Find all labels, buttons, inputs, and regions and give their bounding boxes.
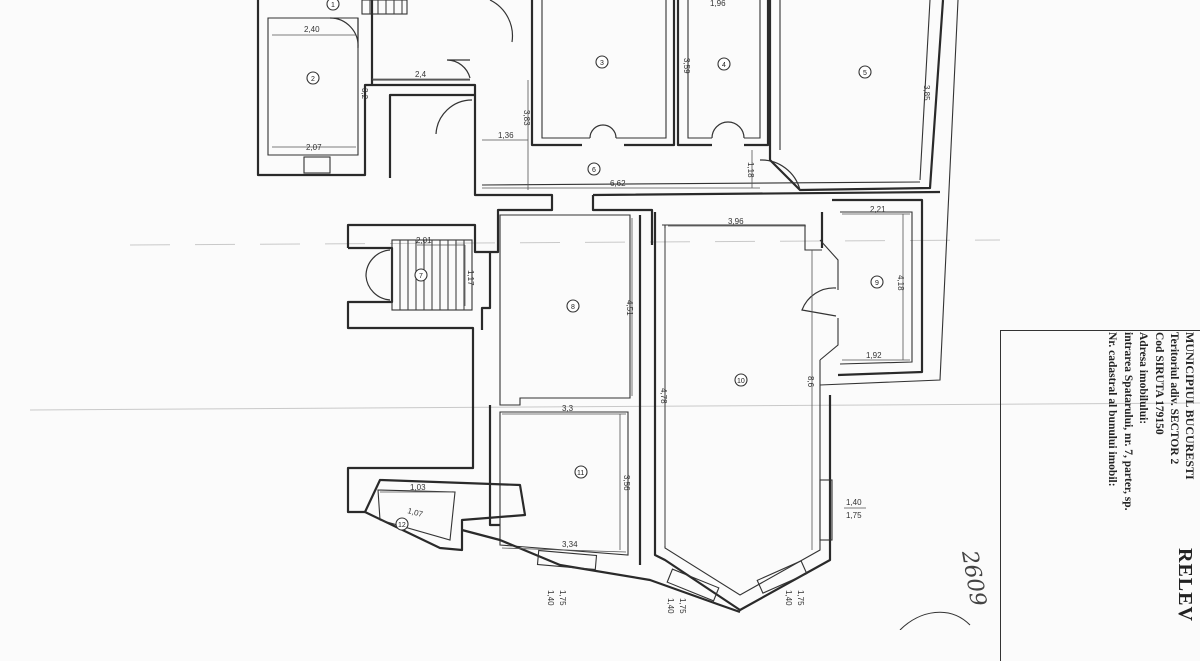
dim-text: 3,34 bbox=[562, 540, 578, 549]
dim-text: 3,2 bbox=[360, 88, 369, 100]
room-number: 7 bbox=[414, 268, 428, 282]
svg-text:10: 10 bbox=[737, 378, 745, 385]
room-4 bbox=[759, 0, 945, 192]
room-number: 1 bbox=[326, 0, 340, 11]
room-number: 5 bbox=[858, 65, 872, 79]
title-block-text: MUNICIPIUL BUCURESTI Teritoriul adiv. SE… bbox=[1017, 332, 1198, 652]
dim-text: 3,96 bbox=[728, 217, 744, 226]
title-block-heading: RELEV bbox=[1174, 548, 1196, 622]
svg-text:4: 4 bbox=[722, 62, 726, 69]
room-number: 9 bbox=[870, 275, 884, 289]
room-number: 10 bbox=[734, 373, 748, 387]
dim-text: 3,83 bbox=[522, 110, 531, 126]
dim-text: 4,18 bbox=[896, 275, 905, 291]
svg-text:7: 7 bbox=[419, 273, 423, 280]
dim-text: 1,03 bbox=[410, 483, 426, 492]
svg-text:1,75: 1,75 bbox=[796, 590, 805, 606]
hallway-walls bbox=[346, 95, 554, 254]
door-arc-top bbox=[446, 59, 471, 79]
room-number: 11 bbox=[574, 465, 588, 479]
corridor-walls bbox=[372, 83, 477, 178]
dim-text: 1,96 bbox=[710, 0, 726, 8]
room-right-small bbox=[832, 198, 924, 377]
dim-text: 1,07 bbox=[406, 506, 424, 519]
dim-text: 3,56 bbox=[622, 475, 631, 491]
svg-text:8: 8 bbox=[571, 304, 575, 311]
svg-text:1,75: 1,75 bbox=[558, 590, 567, 606]
svg-text:1,40: 1,40 bbox=[784, 590, 793, 606]
svg-text:1,75: 1,75 bbox=[678, 598, 687, 614]
dim-text: 1,18 bbox=[746, 162, 755, 178]
svg-text:3: 3 bbox=[600, 60, 604, 67]
room-number: 12 bbox=[395, 517, 409, 531]
room-number: 3 bbox=[595, 55, 609, 69]
dim-text: 1,36 bbox=[498, 131, 514, 140]
plan-border-line bbox=[819, 0, 959, 386]
dim-text: 6,62 bbox=[610, 179, 626, 188]
title-line: Cod SIRUTA 179150 bbox=[1153, 332, 1165, 435]
dim-text: 4,51 bbox=[625, 300, 634, 316]
scan-line-2 bbox=[129, 239, 1001, 246]
svg-text:2: 2 bbox=[311, 76, 315, 83]
dim-text: 3,85 bbox=[922, 85, 931, 101]
window-label: 1,40 1,75 bbox=[784, 590, 805, 606]
room-lower-left bbox=[461, 405, 833, 614]
title-block-frame bbox=[1000, 330, 1200, 661]
floor-plan-drawing: 2,40 3,2 2,4 2,07 1,36 3,83 3,59 1,96 3,… bbox=[29, 0, 1200, 630]
scan-line bbox=[29, 402, 1200, 411]
handwritten-note: 2609 bbox=[956, 548, 991, 608]
svg-text:1: 1 bbox=[331, 2, 335, 9]
svg-text:11: 11 bbox=[577, 470, 584, 477]
room-2 bbox=[530, 0, 676, 147]
title-line: intrarea Spatarului, nr. 7, parter, sp. bbox=[1122, 332, 1134, 511]
dim-text: 8,6 bbox=[806, 376, 815, 388]
window-label: 1,40 1,75 bbox=[666, 598, 687, 614]
svg-text:9: 9 bbox=[875, 280, 879, 287]
room-number: 4 bbox=[717, 57, 731, 71]
svg-text:1,40: 1,40 bbox=[846, 498, 862, 507]
dim-text: 2,4 bbox=[415, 70, 427, 79]
dimension-lines bbox=[272, 34, 910, 553]
room-number: 8 bbox=[566, 299, 580, 313]
top-stair bbox=[361, 0, 408, 15]
room-1 bbox=[256, 0, 374, 177]
svg-text:5: 5 bbox=[863, 70, 867, 77]
room-3 bbox=[676, 0, 770, 147]
dim-text: 2,01 bbox=[416, 236, 432, 245]
window-label: 1,40 1,75 bbox=[546, 590, 567, 606]
dim-text: 3,3 bbox=[562, 404, 574, 413]
door-arc-top-2 bbox=[435, 99, 473, 135]
svg-text:1,40: 1,40 bbox=[666, 598, 675, 614]
dim-text: 1,92 bbox=[866, 351, 882, 360]
svg-text:6: 6 bbox=[592, 167, 596, 174]
dim-text: 1,17 bbox=[466, 270, 475, 286]
svg-text:12: 12 bbox=[398, 522, 406, 529]
room-bottom-left bbox=[364, 478, 527, 552]
title-line: Adresa imobilului: bbox=[1137, 332, 1150, 425]
room-number: 2 bbox=[306, 71, 320, 85]
handwritten-stroke bbox=[899, 611, 971, 630]
window-label: 1,40 1,75 bbox=[844, 498, 866, 520]
dim-text: 3,59 bbox=[682, 58, 691, 74]
stair-room bbox=[346, 239, 475, 514]
dim-text: 4,78 bbox=[659, 388, 668, 404]
dim-text: 2,40 bbox=[304, 25, 320, 34]
dim-text: 2,07 bbox=[306, 143, 322, 152]
room-central bbox=[480, 214, 642, 406]
svg-text:1,75: 1,75 bbox=[846, 511, 862, 520]
room-number: 6 bbox=[587, 162, 601, 176]
room-bay bbox=[653, 212, 839, 612]
title-line: Nr. cadastral al bunului imobil: bbox=[1106, 332, 1119, 487]
svg-text:1,40: 1,40 bbox=[546, 590, 555, 606]
dim-text: 2,21 bbox=[870, 205, 886, 214]
